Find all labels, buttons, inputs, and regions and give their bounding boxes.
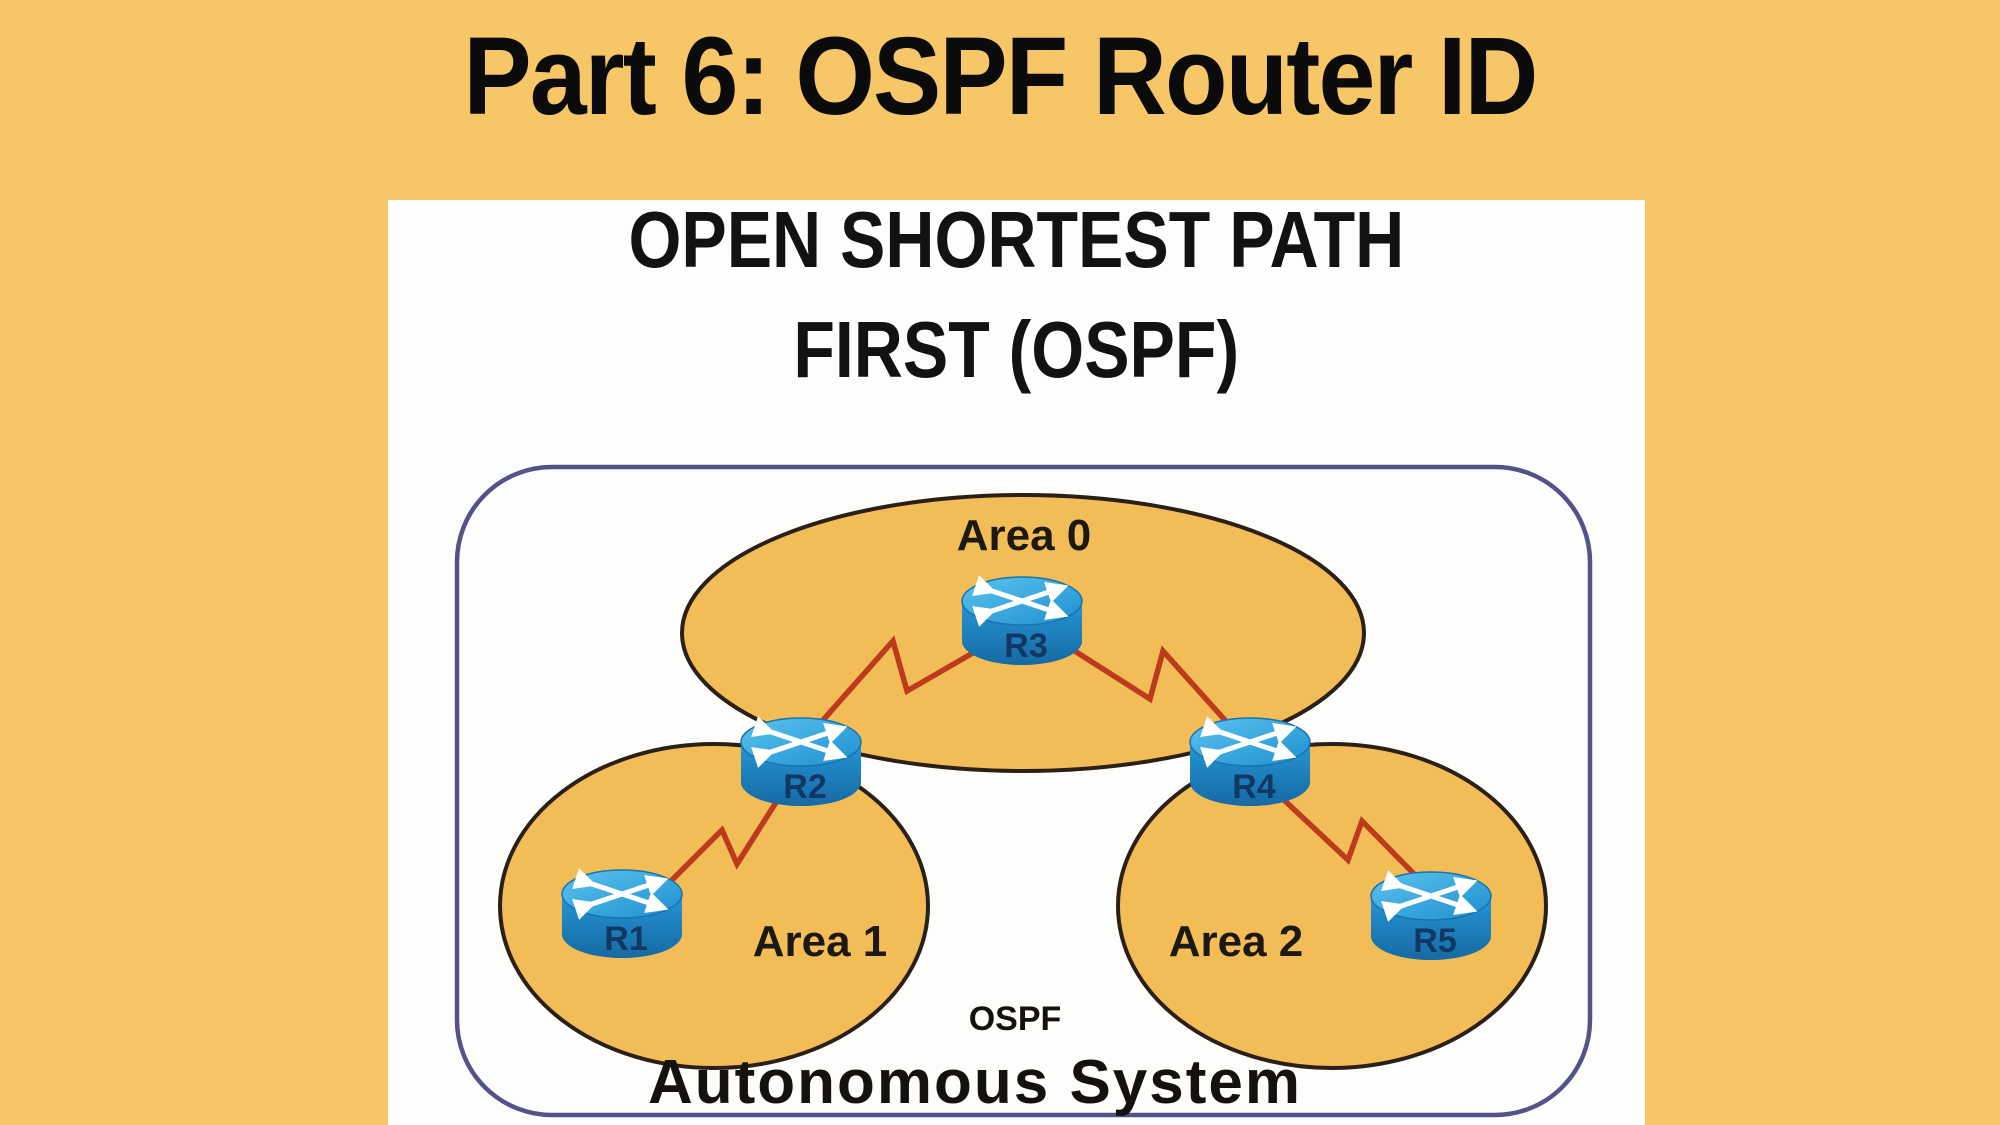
label-area-2: Area 2 [1169, 917, 1304, 966]
router-label-r5: R5 [1413, 922, 1456, 960]
router-r2: R2 [740, 716, 862, 806]
link-r4-r5 [1281, 797, 1421, 881]
label-area-0: Area 0 [957, 511, 1092, 560]
router-label-r3: R3 [1004, 627, 1047, 665]
router-arrows-icon [1200, 723, 1297, 768]
router-arrows-icon [751, 723, 848, 768]
ellipse-area-2 [1116, 742, 1548, 1070]
panel-heading-line1: OPEN SHORTEST PATH [628, 195, 1405, 284]
link-r2-r3 [821, 635, 981, 722]
page-title-text: Part 6: OSPF Router ID [463, 15, 1538, 138]
link-r1-r2 [661, 801, 778, 891]
panel-heading-line2: FIRST (OSPF) [793, 305, 1240, 394]
ellipse-area-1 [498, 742, 930, 1070]
router-label-r4: R4 [1232, 768, 1276, 806]
page-title: Part 6: OSPF Router ID [0, 18, 2000, 136]
router-label-r1: R1 [604, 920, 647, 958]
router-arrows-icon [972, 582, 1069, 627]
router-r3: R3 [961, 575, 1083, 665]
link-r3-r4 [1067, 645, 1235, 731]
label-autonomous-system: Autonomous System [648, 1048, 1302, 1117]
label-ospf: OSPF [969, 1000, 1062, 1038]
autonomous-system-border [454, 464, 1593, 1118]
router-r1: R1 [561, 868, 683, 958]
router-arrows-icon [572, 875, 669, 920]
router-arrows-icon [1381, 877, 1478, 922]
label-area-1: Area 1 [753, 917, 888, 966]
router-r5: R5 [1370, 870, 1492, 960]
router-r4: R4 [1189, 716, 1311, 806]
router-label-r2: R2 [783, 768, 826, 806]
